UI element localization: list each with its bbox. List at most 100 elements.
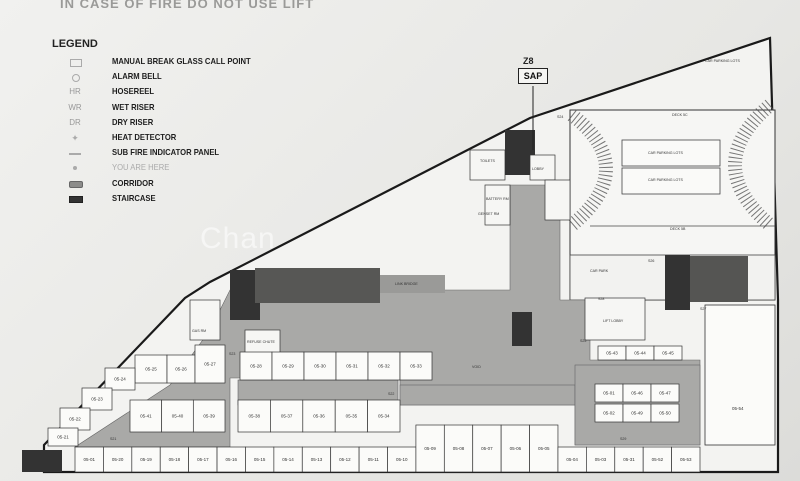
unit-box <box>586 446 616 473</box>
legend-label: HEAT DETECTOR <box>112 131 177 142</box>
legend-item-hosereel: HR HOSEREEL <box>52 86 292 101</box>
wet-riser-icon: WR <box>68 102 82 112</box>
code-s24: S24 <box>557 115 563 119</box>
unit-label: 05-01 <box>83 457 95 462</box>
unit-box <box>415 424 445 473</box>
legend-item-staircase: STAIRCASE <box>52 193 292 208</box>
unit-label: 05-24 <box>114 377 126 382</box>
unit-label: 05-49 <box>631 411 643 416</box>
unit-label: 05-10 <box>396 457 408 462</box>
unit-label: 05-31 <box>623 457 635 462</box>
unit-box <box>650 383 680 403</box>
you-are-here-icon <box>66 163 84 173</box>
service-rooms <box>189 149 646 356</box>
unit-box <box>166 354 196 384</box>
unit-label: 05-34 <box>378 414 390 419</box>
unit-label: 05-15 <box>254 457 266 462</box>
deck-bottom-label: DECK 5B <box>670 227 686 231</box>
legend: LEGEND MANUAL BREAK GLASS CALL POINT ALA… <box>52 38 292 208</box>
unit-box <box>301 446 332 473</box>
unit-box <box>529 424 559 473</box>
code-s23: S23 <box>229 352 235 356</box>
legend-label: WET RISER <box>112 101 155 112</box>
unit-label: 05-18 <box>169 457 181 462</box>
unit-box <box>134 354 168 384</box>
legend-label: CORRIDOR <box>112 177 154 188</box>
unit-label: 05-05 <box>538 446 550 451</box>
unit-box <box>216 446 246 473</box>
unit-right <box>704 304 776 446</box>
parking-row-2 <box>621 167 721 195</box>
legend-item-break-glass: MANUAL BREAK GLASS CALL POINT <box>52 56 292 71</box>
code-s21: S21 <box>110 437 116 441</box>
unit-box <box>500 424 530 473</box>
unit-label: 05-52 <box>652 457 664 462</box>
unit-label: 05-44 <box>634 351 646 356</box>
top-right-label: CAR PARKING LOTS <box>705 59 740 63</box>
toilets-label: TOILETS <box>480 159 496 163</box>
unit-box <box>47 427 79 447</box>
unit-label: 05-16 <box>225 457 237 462</box>
unit-box <box>443 424 474 473</box>
parking-row-1 <box>621 139 721 167</box>
unit-label: 05-38 <box>248 414 260 419</box>
unit-box <box>129 399 163 433</box>
hosereel-icon: HR <box>69 87 81 97</box>
sap-label: SAP <box>518 68 548 84</box>
void-slab <box>255 268 380 303</box>
corridor-icon <box>66 179 84 189</box>
battery-room-label: BATTERY RM <box>486 197 509 201</box>
lobby-label: LOBBY <box>532 167 545 171</box>
staircase-icon <box>66 194 84 204</box>
unit-label: 05-23 <box>91 397 103 402</box>
link-bridge-label: LINK BRIDGE <box>395 282 418 286</box>
unit-label: 05-17 <box>197 457 209 462</box>
unit-label: 05-02 <box>603 411 615 416</box>
unit-box <box>237 399 271 433</box>
unit-box <box>399 351 433 381</box>
car-park-left-label: CAR PARK <box>590 269 609 273</box>
unit-box <box>194 344 226 384</box>
unit-label: 05-20 <box>112 457 124 462</box>
legend-label: MANUAL BREAK GLASS CALL POINT <box>112 56 251 66</box>
legend-item-corridor: CORRIDOR <box>52 178 292 193</box>
unit-label: 05-26 <box>175 367 187 372</box>
unit-box <box>302 399 336 433</box>
unit-label: 05-13 <box>311 457 323 462</box>
sap-zone-code: Z8 <box>523 56 534 66</box>
unit-box <box>271 351 305 381</box>
unit-label: 05-11 <box>368 457 380 462</box>
legend-label: HOSEREEL <box>112 86 155 97</box>
legend-label: SUB FIRE INDICATOR PANEL <box>112 147 220 158</box>
legend-item-dry-riser: DR DRY RISER <box>52 117 292 132</box>
legend-item-alarm-bell: ALARM BELL <box>52 71 292 86</box>
legend-label: ALARM BELL <box>112 71 162 82</box>
unit-label: 05-41 <box>140 414 152 419</box>
watermark: Chan <box>200 222 276 255</box>
unit-box <box>104 367 136 391</box>
code-s26: S26 <box>648 259 654 263</box>
unit-label: 05-19 <box>140 457 152 462</box>
unit-box <box>81 387 113 411</box>
unit-box <box>334 399 368 433</box>
unit-label: 05-36 <box>313 414 325 419</box>
unit-box <box>273 446 303 473</box>
unit-box <box>239 351 273 381</box>
unit-label: 05-21 <box>57 435 69 440</box>
unit-label: 05-53 <box>680 457 692 462</box>
unit-label: 05-45 <box>662 351 674 356</box>
unit-label: 05-27 <box>204 362 216 367</box>
legend-title: LEGEND <box>52 38 98 50</box>
unit-label: 05-43 <box>606 351 618 356</box>
fire-panel-icon <box>66 148 84 158</box>
unit-label: 05-03 <box>595 457 607 462</box>
unit-box <box>131 446 161 473</box>
parking-label-1: CAR PARKING LOTS <box>648 151 683 155</box>
unit-label: 05-32 <box>378 364 390 369</box>
